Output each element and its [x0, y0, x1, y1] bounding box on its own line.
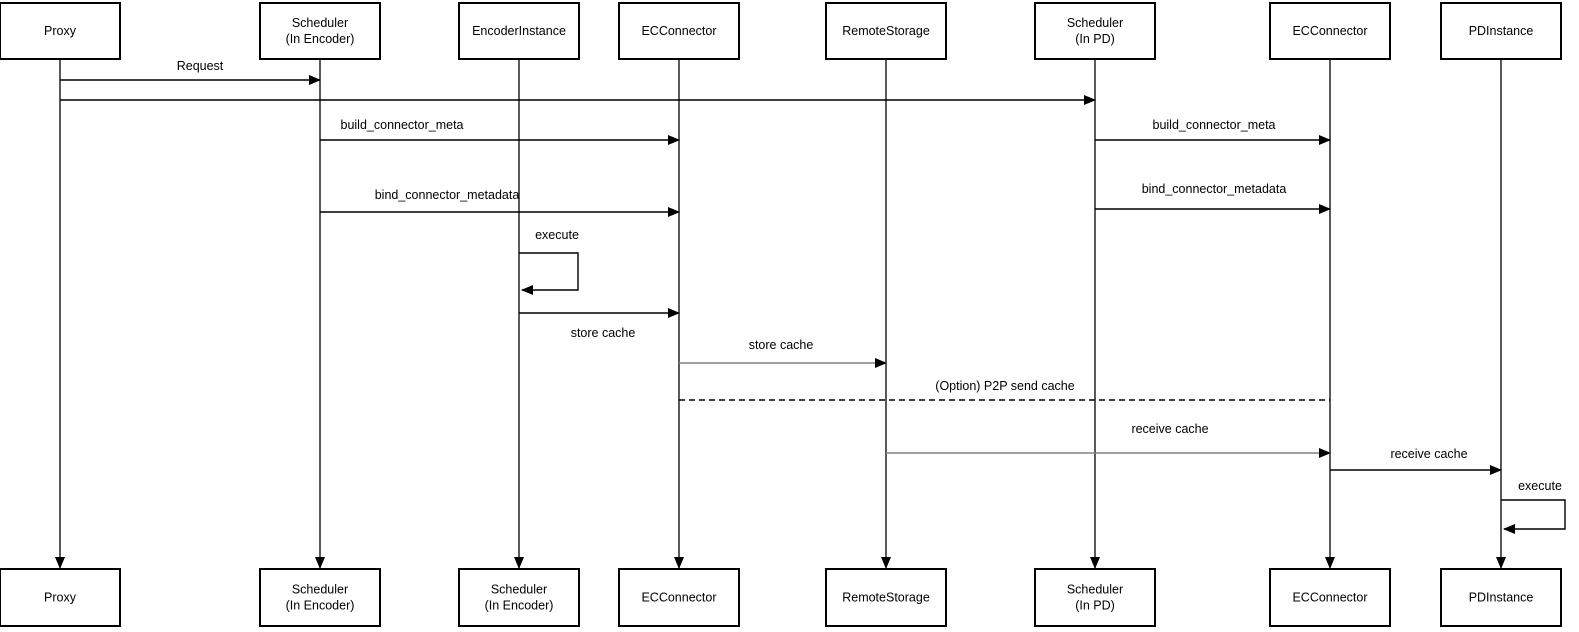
message-label: store cache [571, 326, 636, 340]
participant-bottom-box-scheduler-in-encoder [259, 568, 381, 627]
message-request-0: Request [60, 59, 321, 85]
message-label: receive cache [1390, 447, 1467, 461]
participant-bottom-box-ec-connector-pd [1269, 568, 1391, 627]
message-option-p2p-send-cache-9: (Option) P2P send cache [679, 379, 1330, 401]
participant-bottom-label-proxy: Proxy [44, 591, 77, 605]
message-bind-connector-metadata-4: bind_connector_metadata [320, 188, 680, 217]
participant-bottom-label-scheduler-in-encoder: Scheduler(In Encoder) [286, 583, 355, 613]
self-message-line [1501, 499, 1566, 534]
participant-bottom-box-scheduler-in-pd [1034, 568, 1156, 627]
participant-top-label-encoder-instance: EncoderInstance [472, 24, 566, 38]
self-message-line [519, 252, 579, 295]
message-store-cache-7: store cache [519, 308, 680, 340]
participant-scheduler-in-pd: Scheduler(In PD) Scheduler(In PD) [1034, 2, 1156, 627]
message-label: receive cache [1131, 422, 1208, 436]
participant-bottom-label-ec-connector-pd: ECConnector [1292, 591, 1367, 605]
participant-bottom-box-ec-connector-encoder [618, 568, 740, 627]
participant-top-label-remote-storage: RemoteStorage [842, 24, 930, 38]
participant-bottom-box-remote-storage [825, 568, 947, 627]
participant-top-box-ec-connector-encoder [618, 2, 740, 60]
participant-bottom-box-encoder-instance [458, 568, 580, 627]
participant-top-box-ec-connector-pd [1269, 2, 1391, 60]
participant-bottom-label-scheduler-in-pd: Scheduler(In PD) [1067, 583, 1123, 613]
message-build-connector-meta-2: build_connector_meta [320, 118, 680, 145]
participant-bottom-label-pd-instance: PDInstance [1469, 591, 1534, 605]
participant-top-label-proxy: Proxy [44, 24, 77, 38]
participant-top-box-scheduler-in-encoder [259, 2, 381, 60]
participant-top-label-ec-connector-pd: ECConnector [1292, 24, 1367, 38]
participant-bottom-label-ec-connector-encoder: ECConnector [641, 591, 716, 605]
participant-top-label-scheduler-in-encoder: Scheduler(In Encoder) [286, 16, 355, 46]
message-label: bind_connector_metadata [1142, 182, 1287, 196]
participant-scheduler-in-encoder: Scheduler(In Encoder) Scheduler(In Encode… [259, 2, 381, 627]
message-execute-12: execute [1501, 479, 1566, 534]
message-label: build_connector_meta [341, 118, 464, 132]
message-store-cache-8: store cache [679, 338, 887, 368]
message-receive-cache-11: receive cache [1330, 447, 1502, 475]
participant-top-box-scheduler-in-pd [1034, 2, 1156, 60]
message-label: (Option) P2P send cache [935, 379, 1074, 393]
participant-top-box-encoder-instance [458, 2, 580, 60]
message-receive-cache-10: receive cache [886, 422, 1331, 458]
message-label: execute [535, 228, 579, 242]
message-label: Request [177, 59, 224, 73]
message-bind-connector-metadata-5: bind_connector_metadata [1095, 182, 1331, 214]
message-build-connector-meta-3: build_connector_meta [1095, 118, 1331, 145]
participant-top-box-remote-storage [825, 2, 947, 60]
message-label: build_connector_meta [1153, 118, 1276, 132]
participant-bottom-box-pd-instance [1440, 568, 1562, 627]
participant-top-box-pd-instance [1440, 2, 1562, 60]
participant-top-label-pd-instance: PDInstance [1469, 24, 1534, 38]
message-label: execute [1518, 479, 1562, 493]
participant-bottom-label-remote-storage: RemoteStorage [842, 591, 930, 605]
participant-top-label-scheduler-in-pd: Scheduler(In PD) [1067, 16, 1123, 46]
message-label: store cache [749, 338, 814, 352]
participant-top-box-proxy [0, 2, 121, 60]
participant-bottom-box-proxy [0, 568, 121, 627]
participant-bottom-label-encoder-instance: Scheduler(In Encoder) [485, 583, 554, 613]
participant-top-label-ec-connector-encoder: ECConnector [641, 24, 716, 38]
message-execute-6: execute [519, 228, 579, 295]
message-label: bind_connector_metadata [375, 188, 520, 202]
